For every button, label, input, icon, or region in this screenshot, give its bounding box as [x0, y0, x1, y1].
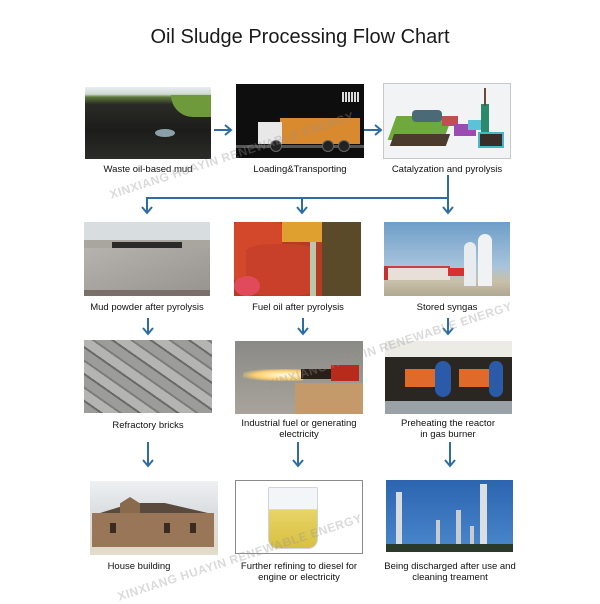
waste-mud-label: Waste oil-based mud	[103, 164, 193, 175]
industrial-fuel-label: Industrial fuel or generating electricit…	[241, 418, 357, 440]
page-title: Oil Sludge Processing Flow Chart	[150, 26, 450, 48]
discharged-cleaning-label: Being discharged after use and cleaning …	[384, 561, 516, 583]
burner-flame-image	[235, 341, 363, 414]
house-building-label: House building	[107, 561, 171, 572]
arrow-down-icon	[292, 442, 304, 468]
catalyzation-pyrolysis-label: Catalyzation and pyrolysis	[391, 164, 503, 175]
loading-transporting-label: Loading&Transporting	[253, 164, 347, 175]
preheating-reactor-label: Preheating the reactor in gas burner	[400, 418, 495, 440]
branch-connector-arrows	[141, 175, 454, 215]
fuel-oil-label: Fuel oil after pyrolysis	[252, 302, 344, 313]
refractory-bricks-label: Refractory bricks	[112, 420, 184, 431]
arrow-down-icon	[297, 318, 309, 336]
dump-truck-image	[236, 84, 364, 158]
mud-powder-label: Mud powder after pyrolysis	[90, 302, 204, 313]
refinery-towers-image	[386, 480, 513, 552]
mud-powder-image	[84, 222, 210, 296]
syngas-storage-image	[384, 222, 510, 296]
house-building-image	[90, 481, 218, 555]
arrow-down-icon	[442, 318, 454, 336]
stored-syngas-label: Stored syngas	[416, 302, 478, 313]
pyrolysis-plant-image	[383, 83, 511, 159]
waste-mud-image	[85, 87, 211, 159]
refractory-bricks-image	[84, 340, 212, 413]
fuel-oil-drums-image	[234, 222, 361, 296]
gas-burner-equipment-image	[385, 341, 512, 414]
arrow-right-icon	[214, 124, 233, 136]
diesel-beaker-image	[235, 480, 363, 554]
arrow-down-icon	[444, 442, 456, 468]
arrow-down-icon	[142, 318, 154, 336]
arrow-right-icon	[364, 124, 383, 136]
diesel-refining-label: Further refining to diesel for engine or…	[240, 561, 358, 583]
arrow-down-icon	[142, 442, 154, 468]
